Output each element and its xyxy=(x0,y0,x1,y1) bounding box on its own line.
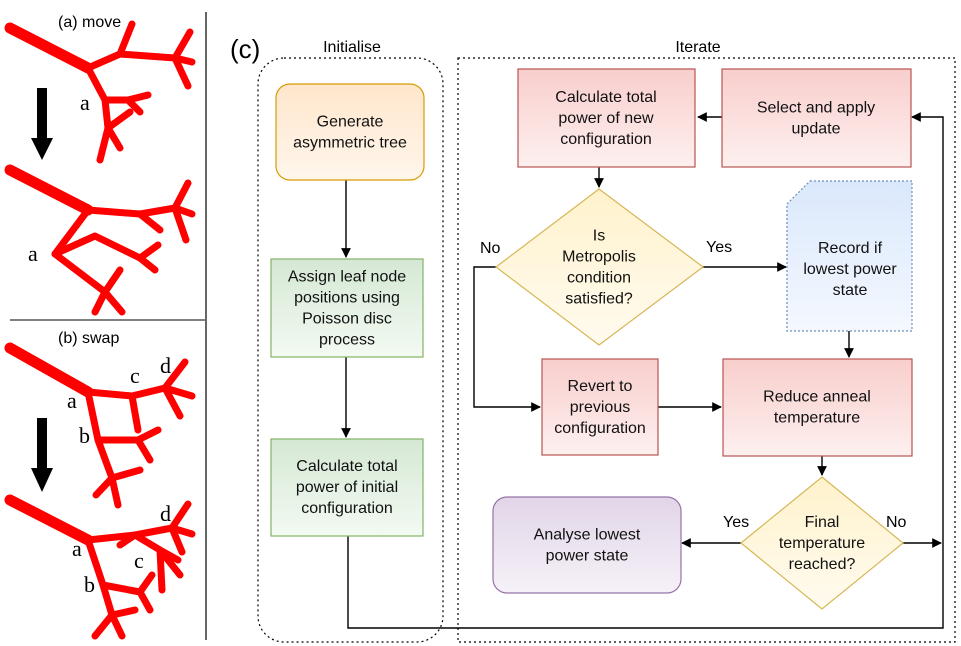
node-final-temp-text-line: Final xyxy=(805,514,840,531)
node-record-text-line: lowest power xyxy=(803,261,897,278)
tree-label-a-swap-before: a xyxy=(67,388,77,413)
node-analyse-text-line: power state xyxy=(546,548,629,565)
node-calc-new: Calculate total power of new configuration xyxy=(517,68,696,168)
tree-label-d-swap-after: d xyxy=(160,501,171,526)
node-calc-initial: Calculate total power of initial configura… xyxy=(270,438,424,537)
node-generate: Generate asymmetric tree xyxy=(275,83,425,181)
tree-label-b-swap-after: b xyxy=(84,572,95,597)
node-generate-text-line: Generate xyxy=(317,114,384,131)
node-metropolis-text-line: Metropolis xyxy=(562,249,636,266)
node-final-temp-text-line: reached? xyxy=(789,556,856,573)
node-reduce-text-line: Reduce anneal xyxy=(763,389,871,406)
tree-label-d-swap-before: d xyxy=(160,353,171,378)
tree-label-a-move-after: a xyxy=(28,241,38,266)
tree-label-c-swap-before: c xyxy=(130,363,140,388)
node-revert-text-line: Revert to xyxy=(568,378,633,395)
tree-label-a-swap-after: a xyxy=(72,536,82,561)
tree-label-b-swap-before: b xyxy=(79,423,90,448)
edges xyxy=(341,112,944,629)
edge-metropolis-no-revert xyxy=(473,266,541,412)
node-reduce: Reduce anneal temperature xyxy=(722,358,913,457)
initialise-group xyxy=(257,57,444,643)
node-revert-text-line: configuration xyxy=(554,420,646,437)
node-revert-text-line: previous xyxy=(570,399,630,416)
swap-arrow xyxy=(31,418,53,492)
panel-a-label: (a) move xyxy=(58,14,121,31)
node-reduce-text-line: temperature xyxy=(774,410,860,427)
iterate-group-title: Iterate xyxy=(675,39,720,56)
node-revert: Revert to previous configuration xyxy=(541,358,659,456)
node-record: Record if lowest power state xyxy=(786,180,913,332)
node-record-text-line: state xyxy=(833,282,868,299)
tree-label-c-swap-after: c xyxy=(134,548,144,573)
edge-label-metropolis-yes: Yes xyxy=(706,239,732,256)
node-assign-text-line: Poisson disc xyxy=(302,311,392,328)
node-assign-text-line: process xyxy=(319,332,375,349)
panel-c-label: (c) xyxy=(230,34,260,64)
node-final-temp: Final temperature reached? xyxy=(740,476,904,610)
node-final-temp-text-line: temperature xyxy=(779,535,865,552)
node-calc-new-text-line: configuration xyxy=(560,131,652,148)
tree-move-before xyxy=(4,20,196,164)
edge-label-final-no: No xyxy=(886,514,907,531)
node-analyse: Analyse lowest power state xyxy=(492,496,682,594)
node-calc-initial-text-line: power of initial xyxy=(296,479,398,496)
edge-calc-initial-select xyxy=(347,112,944,629)
node-assign-text-line: Assign leaf node xyxy=(288,269,406,286)
edge-label-metropolis-no: No xyxy=(480,240,501,257)
node-select-update-text-line: update xyxy=(792,121,841,138)
node-metropolis-text-line: Is xyxy=(593,228,605,245)
tree-move-after xyxy=(4,164,196,316)
node-assign-text-line: positions using xyxy=(294,290,400,307)
node-calc-new-text-line: Calculate total xyxy=(555,89,656,106)
panel-b-label: (b) swap xyxy=(58,330,119,347)
initialise-group-title: Initialise xyxy=(323,39,381,56)
node-analyse-text-line: Analyse lowest xyxy=(534,527,641,544)
node-select-update: Select and apply update xyxy=(721,68,912,168)
edge-label-final-yes: Yes xyxy=(723,514,749,531)
tree-swap-before xyxy=(4,342,196,509)
tree-label-a-move-before: a xyxy=(80,90,90,115)
node-record-text-line: Record if xyxy=(818,240,883,257)
node-generate-text-line: asymmetric tree xyxy=(293,135,407,152)
tree-swap-after xyxy=(4,494,196,640)
node-select-update-text-line: Select and apply xyxy=(757,100,875,117)
node-calc-new-text-line: power of new xyxy=(558,110,654,127)
node-metropolis-text-line: satisfied? xyxy=(565,291,633,308)
iterate-group xyxy=(457,57,956,643)
move-arrow xyxy=(31,88,53,160)
node-calc-initial-text-line: configuration xyxy=(301,500,393,517)
node-metropolis-text-line: condition xyxy=(567,270,631,287)
node-calc-initial-text-line: Calculate total xyxy=(296,458,397,475)
